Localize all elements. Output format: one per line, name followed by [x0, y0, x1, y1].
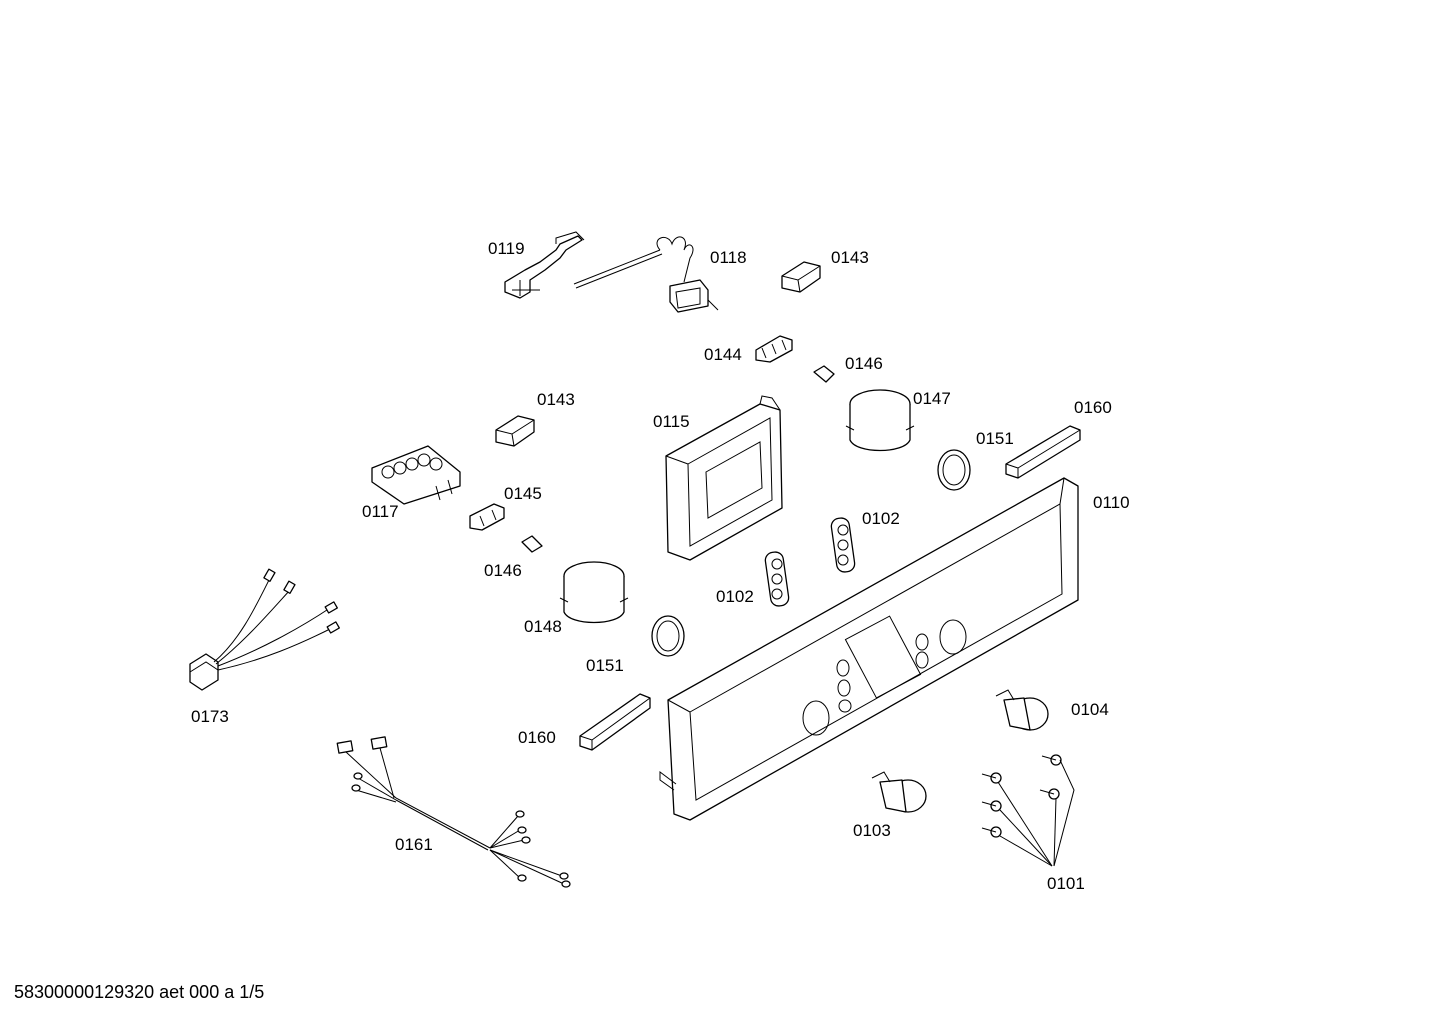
label-0146-lower: 0146	[484, 561, 522, 580]
label-0117: 0117	[362, 502, 399, 521]
part-0115-module	[665, 395, 783, 561]
part-0144-holder	[755, 335, 793, 363]
part-0103-knob	[871, 771, 927, 813]
part-0161-wiring	[336, 736, 571, 888]
part-0101-screws	[981, 754, 1075, 867]
label-0148: 0148	[524, 617, 562, 636]
part-0151-ring-upper	[937, 449, 971, 491]
label-0102-upper: 0102	[862, 509, 900, 528]
part-0160-latch-upper	[1005, 425, 1081, 479]
label-0160-lower: 0160	[518, 728, 556, 747]
label-0143-left: 0143	[537, 390, 575, 409]
label-0115: 0115	[653, 412, 690, 431]
label-0173: 0173	[191, 707, 229, 726]
label-0110: 0110	[1093, 493, 1130, 512]
document-id-footer: 58300000129320 aet 000 a 1/5	[14, 982, 265, 1002]
part-0118-thermostat	[573, 236, 719, 313]
part-0102-lens-lower	[764, 551, 790, 607]
part-0146-small-top	[813, 365, 835, 383]
part-0145-holder	[469, 503, 505, 531]
part-0110-control-panel	[659, 477, 1079, 821]
label-0104: 0104	[1071, 700, 1109, 719]
label-0118: 0118	[710, 248, 747, 267]
label-0143-top: 0143	[831, 248, 869, 267]
part-0148-knob-housing	[559, 561, 629, 624]
part-0143-clip-left	[495, 415, 535, 447]
label-0119: 0119	[488, 239, 525, 258]
label-0144: 0144	[704, 345, 742, 364]
part-0160-latch-lower	[579, 693, 651, 751]
label-0102-lower: 0102	[716, 587, 754, 606]
part-0117-terminal-block	[371, 445, 461, 505]
part-0173-wiring	[189, 568, 340, 691]
label-0145: 0145	[504, 484, 542, 503]
label-0103: 0103	[853, 821, 891, 840]
label-0101: 0101	[1047, 874, 1085, 893]
part-0147-knob-housing	[845, 389, 915, 452]
part-0119-bracket	[504, 231, 585, 299]
part-0151-ring-lower	[651, 615, 685, 657]
label-0151-upper: 0151	[976, 429, 1014, 448]
part-0102-lens-upper	[830, 517, 856, 573]
part-0143-clip-top	[781, 261, 821, 293]
part-0146-small-lower	[521, 535, 543, 553]
label-0160-upper: 0160	[1074, 398, 1112, 417]
label-0146-top: 0146	[845, 354, 883, 373]
label-0151-lower: 0151	[586, 656, 624, 675]
part-0104-knob	[995, 689, 1049, 731]
label-0147: 0147	[913, 389, 951, 408]
label-0161: 0161	[395, 835, 433, 854]
